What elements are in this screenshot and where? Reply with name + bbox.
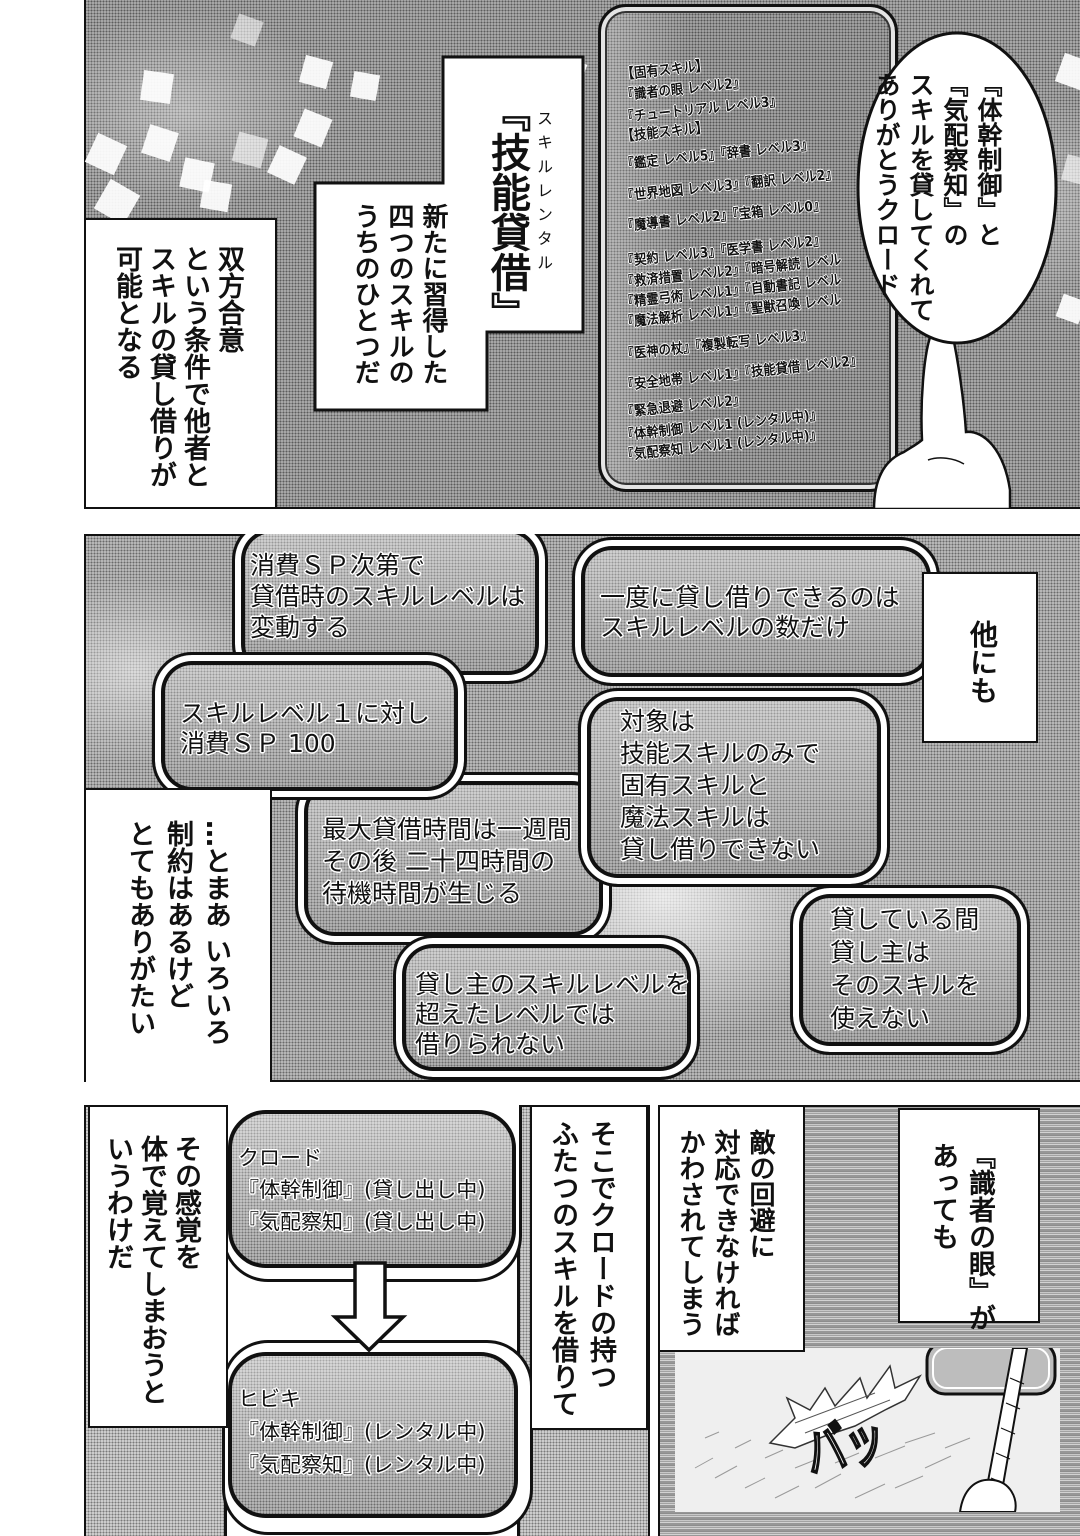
evade-caption-text: 敵の回避に 対応できなければ かわされてしまう	[672, 1129, 777, 1337]
caption-line: その感覚を	[170, 1135, 201, 1270]
speech-line: スキルを貸してくれて	[906, 72, 935, 322]
lender-skill: 『気配察知』(貸し出し中)	[238, 1210, 486, 1234]
caption-line: 四つのスキルの	[384, 203, 414, 385]
rule-line: 最大貸借時間は一週間	[322, 815, 573, 844]
rule-bubble-simultaneous-limit: 一度に貸し借りできるのは スキルレベルの数だけ	[572, 537, 940, 686]
caption-line: スキルの貸し借りが	[145, 245, 176, 488]
lender-box: クロード 『体幹制御』(貸し出し中) 『気配察知』(貸し出し中)	[228, 1110, 516, 1268]
other-caption-text: 他にも	[964, 620, 1000, 704]
borrower-skill: 『気配察知』(レンタル中)	[238, 1453, 486, 1477]
caption-line: 他にも	[966, 620, 999, 704]
borrower-box: ヒビキ 『体幹制御』(レンタル中) 『気配察知』(レンタル中)	[228, 1352, 518, 1518]
rule-line: 貸している間	[830, 905, 980, 934]
borrower-skill: 『体幹制御』(レンタル中)	[238, 1420, 486, 1444]
consent-caption-text: 双方合意 という条件で他者と スキルの貸し借りが 可能となる	[109, 245, 245, 488]
rule-line: 技能スキルのみで	[620, 739, 821, 768]
speech-bubble-text: 『体幹制御』と 『気配察知』の スキルを貸してくれて ありがとうクロード	[869, 72, 1005, 322]
skill-caption-ruby: スキルレンタル	[534, 110, 553, 278]
battle-illustration	[675, 1348, 1060, 1512]
rule-bubble-lender-restriction: 貸している間 貸し主は そのスキルを 使えない	[790, 885, 1030, 1055]
panel-skill-status: 双方合意 という条件で他者と スキルの貸し借りが 可能となる 『技能貸借』 スキ…	[84, 0, 1080, 509]
panel-rental-rules: 消費ＳＰ次第で 貸借時のスキルレベルは 変動する 最大貸借時間は一週間 その後 …	[84, 534, 1080, 1082]
rule-line: 待機時間が生じる	[322, 879, 523, 908]
rule-line: 固有スキルと	[620, 771, 771, 800]
rule-line: 貸し借りできない	[620, 835, 821, 864]
rule-line: スキルレベルの数だけ	[600, 613, 851, 642]
rule-line: 貸し主は	[830, 938, 931, 967]
rule-line: 超えたレベルでは	[415, 1000, 616, 1029]
pointing-finger-illustration	[872, 324, 1012, 509]
learn-caption-text: その感覚を 体で覚えてしまおうと いうわけだ	[100, 1135, 202, 1405]
eye-caption-text: 『識者の眼』が あっても	[924, 1142, 998, 1331]
rule-line: 貸借時のスキルレベルは	[250, 582, 526, 611]
caption-line: 新たに習得した	[418, 203, 448, 385]
rule-line: 使えない	[830, 1004, 931, 1033]
caption-line: という条件で他者と	[179, 245, 210, 488]
other-caption-box: 他にも	[922, 572, 1038, 743]
evade-caption-box: 敵の回避に 対応できなければ かわされてしまう	[658, 1105, 805, 1352]
caption-line: 制約はあるけど	[162, 820, 193, 1009]
rule-line: 消費ＳＰ次第で	[250, 551, 426, 580]
caption-line: 対応できなければ	[710, 1129, 740, 1337]
speech-bubble-shape	[856, 31, 1058, 509]
caption-line: 可能となる	[111, 245, 142, 380]
caption-line: …とまあ いろいろ	[200, 820, 231, 1046]
skill-caption-box	[313, 55, 585, 412]
eye-caption-box: 『識者の眼』が あっても	[898, 1108, 1040, 1331]
grass-hatching	[694, 1431, 971, 1499]
rule-line: そのスキルを	[830, 971, 981, 1000]
caption-line: 体で覚えてしまおうと	[136, 1135, 167, 1405]
caption-line: うちのひとつだ	[350, 203, 380, 385]
skill-caption-title: 『技能貸借』	[484, 92, 530, 332]
rule-line: 貸し主のスキルレベルを	[415, 970, 691, 999]
caption-line: そこでクロードの持つ	[585, 1120, 616, 1390]
rule-line: 対象は	[620, 707, 696, 736]
caption-line: あっても	[927, 1142, 958, 1250]
rule-line: 魔法スキルは	[620, 803, 771, 832]
consent-caption-box: 双方合意 という条件で他者と スキルの貸し借りが 可能となる	[84, 218, 277, 509]
skill-caption-text: 新たに習得した 四つのスキルの うちのひとつだ	[348, 203, 450, 385]
rule-bubble-sp-cost: スキルレベル１に対し 消費ＳＰ 100	[152, 652, 467, 800]
skill-status-window: 【固有スキル】 『識者の眼 レベル2』 『チュートリアル レベル3』 【技能スキ…	[598, 4, 898, 492]
speech-line: 『体幹制御』と	[974, 72, 1003, 247]
rule-line: その後 二十四時間の	[322, 847, 555, 876]
hand-illustration	[958, 1478, 1017, 1512]
lender-name: クロード	[238, 1146, 322, 1170]
rule-line: 一度に貸し借りできるのは	[600, 583, 900, 612]
rule-line: スキルレベル１に対し	[180, 699, 431, 728]
learn-caption-box: その感覚を 体で覚えてしまおうと いうわけだ	[88, 1105, 228, 1428]
rule-bubble-target-skills: 対象は 技能スキルのみで 固有スキルと 魔法スキルは 貸し借りできない	[578, 688, 890, 887]
caption-line: ふたつのスキルを借りて	[547, 1120, 578, 1417]
lender-skill: 『体幹制御』(貸し出し中)	[238, 1178, 486, 1202]
caption-line: 双方合意	[213, 245, 244, 353]
enemy-creature-sketch	[768, 1364, 923, 1449]
rule-bubble-max-duration: 最大貸借時間は一週間 その後 二十四時間の 待機時間が生じる	[295, 772, 612, 945]
panel-battle: バッ 敵の回避に 対応できなければ かわされてしまう 『識者の眼』が あっても	[658, 1105, 1080, 1536]
panel-skill-transfer-diagram: クロード 『体幹制御』(貸し出し中) 『気配察知』(貸し出し中) ヒビキ 『体幹…	[84, 1105, 650, 1536]
caption-line: 敵の回避に	[745, 1129, 775, 1259]
caption-line: いうわけだ	[102, 1135, 133, 1270]
borrower-name: ヒビキ	[238, 1387, 301, 1411]
rule-bubble-level-cap: 貸し主のスキルレベルを 超えたレベルでは 借りられない	[393, 935, 700, 1080]
rule-line: 消費ＳＰ 100	[180, 729, 336, 758]
rule-line: 変動する	[250, 613, 351, 642]
caption-line: かわされてしまう	[675, 1129, 705, 1337]
sfx-text: バッ	[799, 1406, 892, 1487]
rule-line: 借りられない	[415, 1030, 566, 1059]
rule-bubble-sp-variable: 消費ＳＰ次第で 貸借時のスキルレベルは 変動する	[232, 534, 548, 684]
summary-caption-box: …とまあ いろいろ 制約はあるけど とてもありがたい	[84, 788, 272, 1082]
summary-caption-text: …とまあ いろいろ 制約はあるけど とてもありがたい	[120, 820, 234, 1045]
caption-line: 『識者の眼』が	[964, 1142, 995, 1331]
caption-line: とてもありがたい	[124, 820, 155, 1036]
borrow-caption-box: そこでクロードの持つ ふたつのスキルを借りて	[530, 1105, 648, 1430]
borrow-caption-text: そこでクロードの持つ ふたつのスキルを借りて	[543, 1120, 619, 1417]
speech-line: ありがとうクロード	[872, 72, 901, 297]
speech-line: 『気配察知』の	[940, 72, 969, 247]
arrow-down-icon	[330, 1261, 408, 1353]
